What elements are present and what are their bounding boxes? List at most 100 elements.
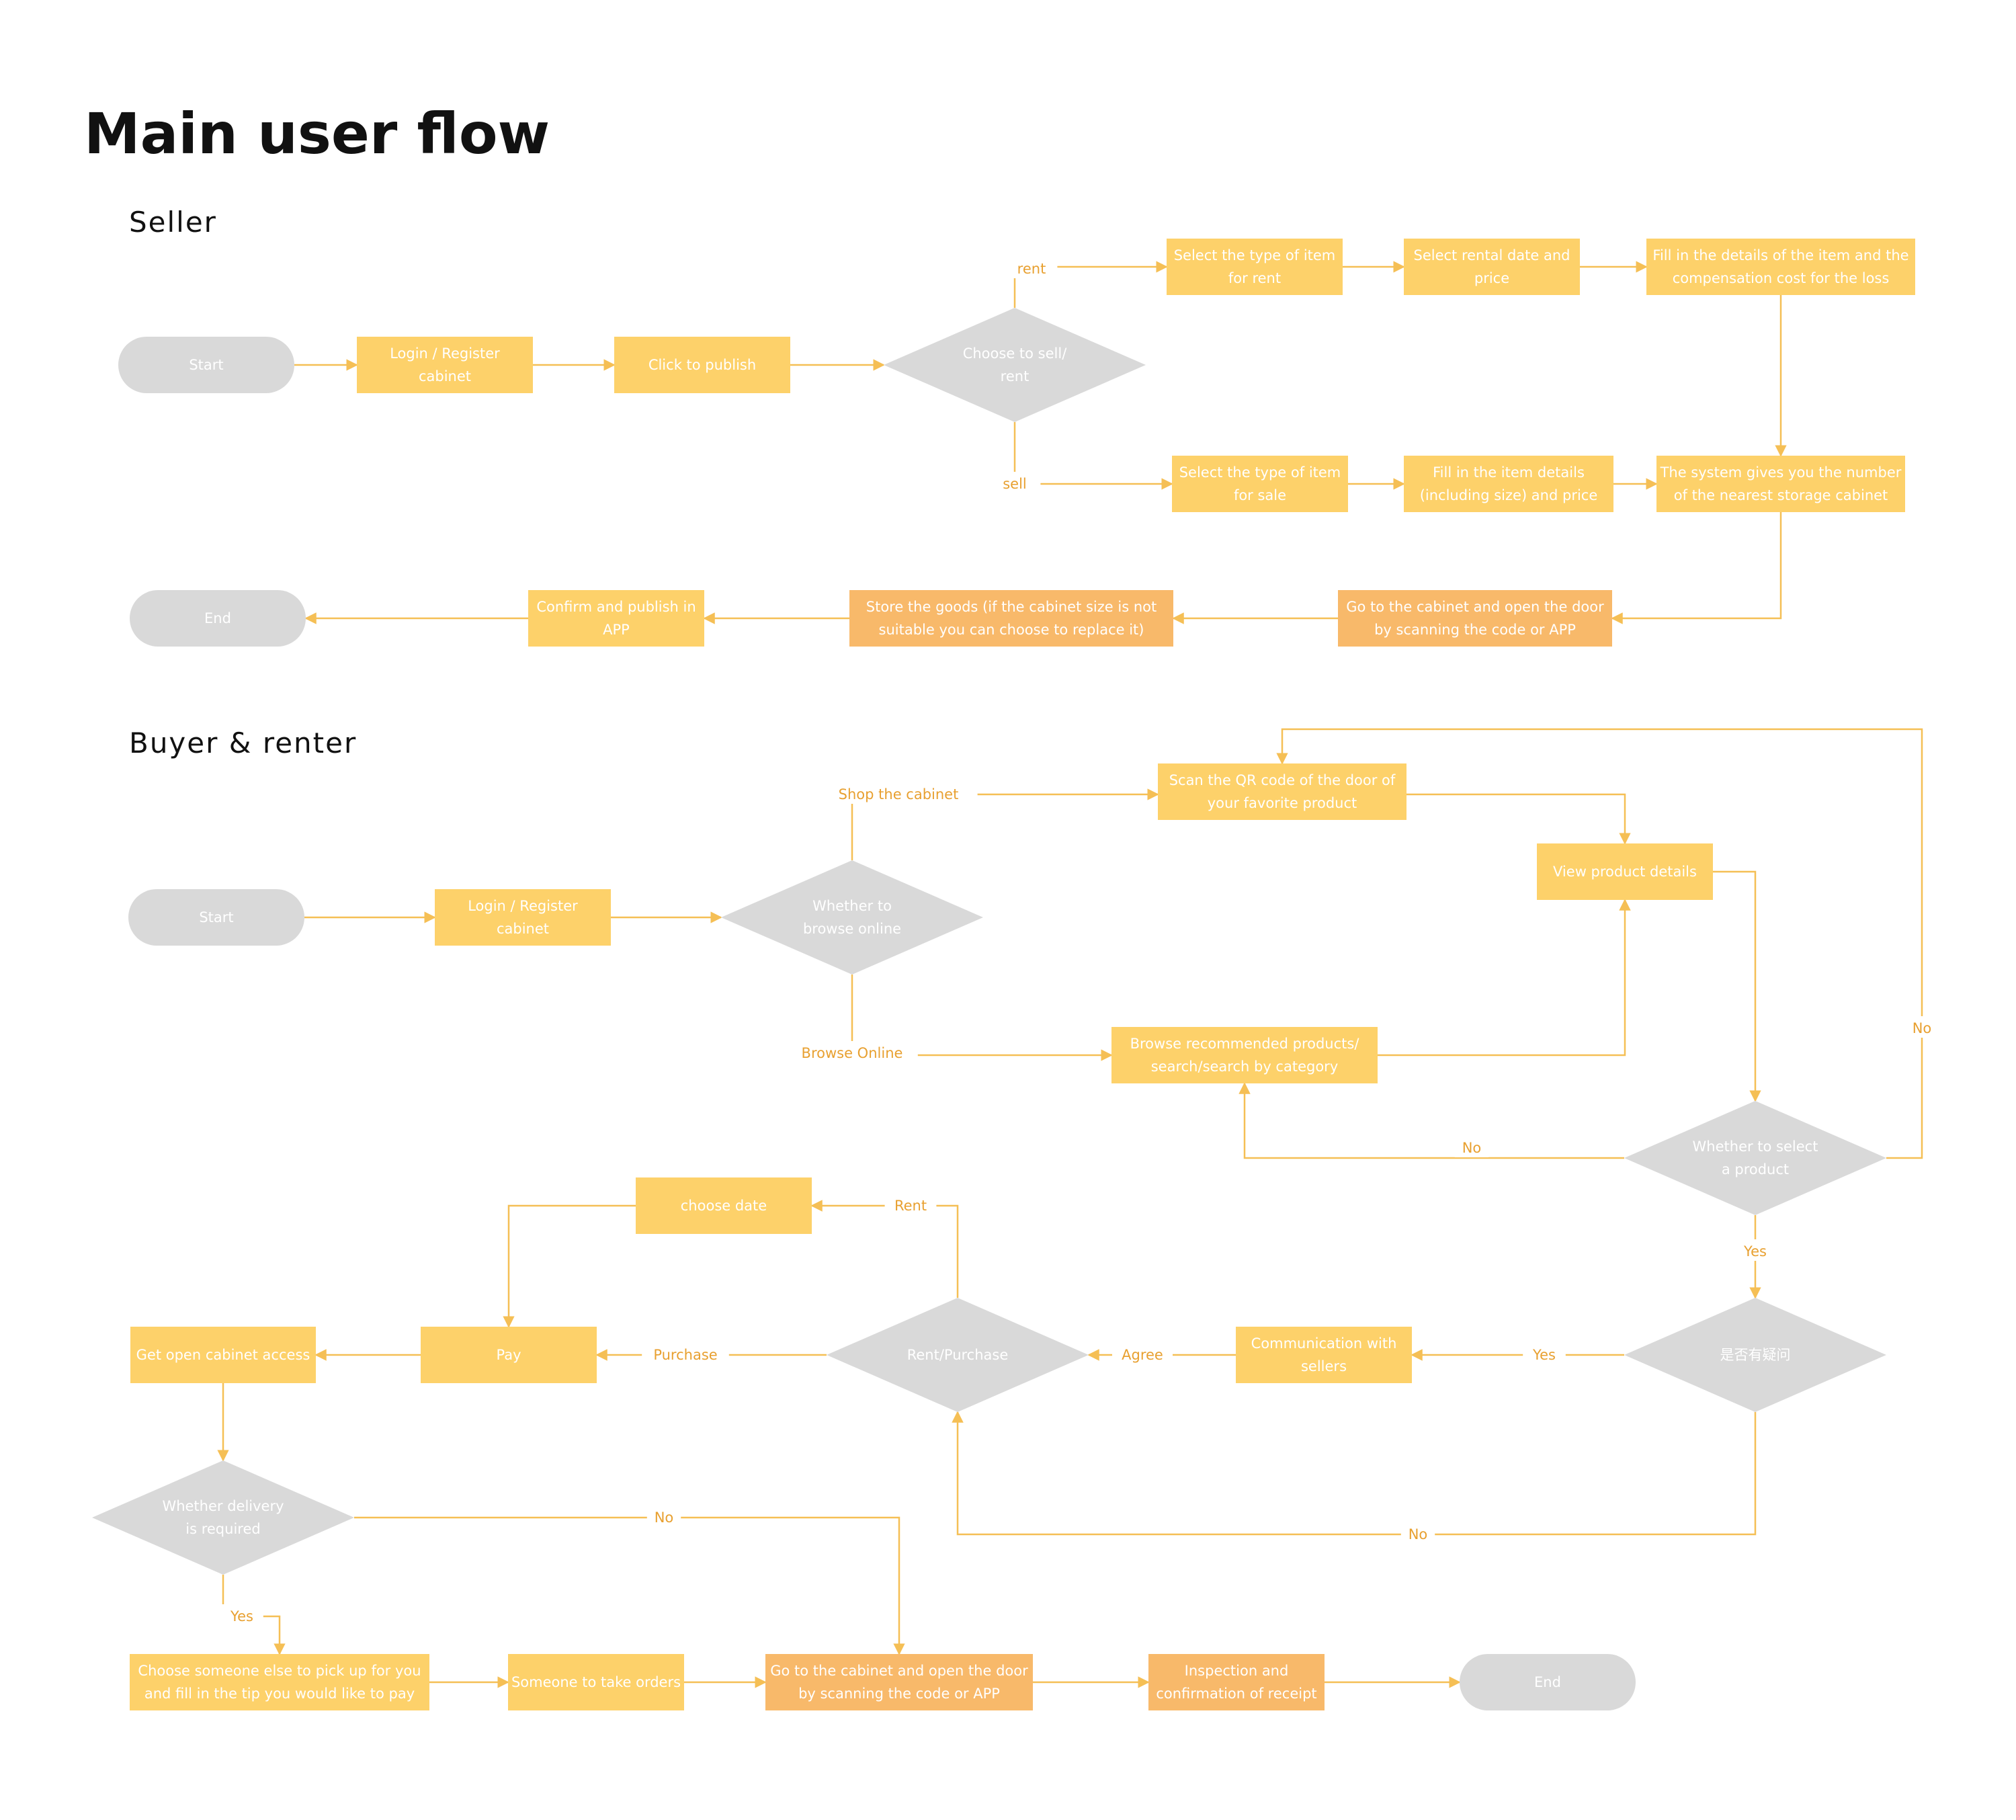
edge-b-rentpurchase-date xyxy=(810,1200,959,1298)
label-seller-sell: sell xyxy=(1003,476,1027,492)
seller-goto-text: Go to the cabinet and open the door xyxy=(1346,599,1604,615)
buyer-view-text: View product details xyxy=(1553,864,1697,880)
seller-confirm-text: Confirm and publish in xyxy=(536,599,696,615)
edge-b-selectq-scan xyxy=(1276,728,1923,1159)
seller-system-shape xyxy=(1656,456,1905,512)
buyer-browse-q-shape xyxy=(721,860,983,975)
buyer-access-text: Get open cabinet access xyxy=(136,1347,310,1363)
edge-b-browseq-scan xyxy=(851,788,1159,860)
seller-choose-shape xyxy=(884,308,1146,422)
buyer-choose-date-text: choose date xyxy=(681,1198,767,1214)
label-b-shop: Shop the cabinet xyxy=(839,786,959,802)
edge-b-deliveryq-goto xyxy=(354,1516,905,1655)
seller-sale-details-text: (including size) and price xyxy=(1420,487,1598,503)
buyer-goto: Go to the cabinet and open the door by sc… xyxy=(765,1654,1033,1710)
seller-goto-text: by scanning the code or APP xyxy=(1374,622,1576,638)
label-b-purchase: Purchase xyxy=(653,1347,717,1363)
label-b-no-right-bg xyxy=(1904,1016,1939,1038)
buyer-rentpurchase-shape xyxy=(827,1298,1089,1412)
buyer-scan-shape xyxy=(1158,763,1406,820)
seller-publish-text: Click to publish xyxy=(648,357,756,373)
seller-system-text: The system gives you the number xyxy=(1660,464,1902,481)
buyer-browse-shape xyxy=(1111,1027,1378,1083)
seller-confirm-shape xyxy=(528,590,704,647)
seller-system: The system gives you the number of the ne… xyxy=(1656,456,1905,512)
buyer-select-q-text: a product xyxy=(1722,1161,1789,1177)
label-b-yes-doubt: Yes xyxy=(1532,1347,1556,1363)
buyer-browse: Browse recommended products/search/searc… xyxy=(1111,1027,1378,1083)
label-b-no-right: No xyxy=(1913,1020,1932,1036)
buyer-goto-text: Go to the cabinet and open the door xyxy=(770,1663,1028,1679)
seller-end-shape xyxy=(130,590,306,647)
seller-rent-date-text: Select rental date and xyxy=(1413,247,1570,263)
buyer-comm-shape xyxy=(1236,1327,1412,1383)
label-b-browse-online: Browse Online xyxy=(802,1045,903,1061)
buyer-pay-shape xyxy=(421,1327,597,1383)
buyer-login-shape xyxy=(435,889,611,946)
label-b-agree: Agree xyxy=(1122,1347,1163,1363)
label-b-no-left-bg xyxy=(1454,1136,1489,1157)
buyer-select-q-shape xyxy=(1624,1101,1886,1215)
buyer-end: End xyxy=(1460,1654,1636,1710)
buyer-access-shape xyxy=(130,1327,316,1383)
buyer-orders: Someone to take orders xyxy=(508,1654,684,1710)
nodes: Start Login / Register cabinet Click to pub… xyxy=(92,239,1915,1710)
seller-goto: Go to the cabinet and open the door by sc… xyxy=(1338,590,1612,647)
seller-goto-shape xyxy=(1338,590,1612,647)
edge-b-browse-view xyxy=(1378,899,1631,1057)
label-b-no-delivery-bg xyxy=(646,1505,681,1527)
seller-rent-details: Fill in the details of the item and thec… xyxy=(1646,239,1915,295)
seller-choose: Choose to sell/rent xyxy=(884,308,1146,422)
buyer-comm-text: Communication with xyxy=(1251,1335,1397,1352)
seller-sale-details-text: Fill in the item details xyxy=(1433,464,1585,481)
buyer-select-q-text: Whether to select xyxy=(1693,1139,1818,1155)
edges xyxy=(217,261,1923,1688)
seller-sale-type-text: for sale xyxy=(1234,487,1286,503)
seller-publish: Click to publish xyxy=(614,337,790,393)
seller-login-shape xyxy=(357,337,533,393)
label-b-rent: Rent xyxy=(894,1198,927,1214)
seller-sale-type-text: Select the type of item xyxy=(1179,464,1341,481)
buyer-pay: Pay xyxy=(421,1327,597,1383)
seller-login-text: Login / Register xyxy=(390,345,500,362)
buyer-delivery-q-text: Whether delivery xyxy=(162,1498,284,1514)
seller-system-text: of the nearest storage cabinet xyxy=(1674,487,1888,503)
label-b-no-left: No xyxy=(1462,1140,1482,1156)
seller-start-shape xyxy=(118,337,294,393)
seller-store-text: Store the goods (if the cabinet size is … xyxy=(866,599,1157,615)
edge-b-date-pay xyxy=(503,1204,636,1328)
buyer-pay-text: Pay xyxy=(496,1347,521,1363)
page-title: Main user flow xyxy=(84,101,550,167)
seller-end: End xyxy=(130,590,306,647)
seller-rent-details-shape xyxy=(1646,239,1915,295)
buyer-view: View product details xyxy=(1537,843,1713,900)
label-b-browse-online-bg xyxy=(786,1041,918,1063)
label-b-no-delivery: No xyxy=(655,1509,674,1526)
buyer-browse-text: search/search by category xyxy=(1151,1059,1339,1075)
seller-publish-shape xyxy=(614,337,790,393)
buyer-pickup-text: and fill in the tip you would like to pa… xyxy=(144,1686,415,1702)
buyer-browse-q-text: browse online xyxy=(803,921,901,937)
label-seller-sell-bg xyxy=(989,472,1041,493)
edge-b-scan-view xyxy=(1406,793,1631,845)
edge-b-selectq-browse xyxy=(1238,1082,1624,1159)
label-b-yes-doubt-bg xyxy=(1523,1343,1566,1364)
buyer-goto-text: by scanning the code or APP xyxy=(798,1686,1000,1702)
buyer-login-text: cabinet xyxy=(497,921,549,937)
buyer-access: Get open cabinet access xyxy=(130,1327,316,1383)
buyer-start-text: Start xyxy=(199,909,233,925)
seller-login-text: cabinet xyxy=(419,368,471,384)
seller-sale-type: Select the type of item for sale xyxy=(1172,456,1348,512)
buyer-inspect-text: confirmation of receipt xyxy=(1156,1686,1316,1702)
seller-rent-details-text: compensation cost for the loss xyxy=(1673,270,1890,286)
edge-b-doubtq-rentpurchase xyxy=(952,1411,1757,1536)
seller-store-text: suitable you can choose to replace it) xyxy=(879,622,1144,638)
